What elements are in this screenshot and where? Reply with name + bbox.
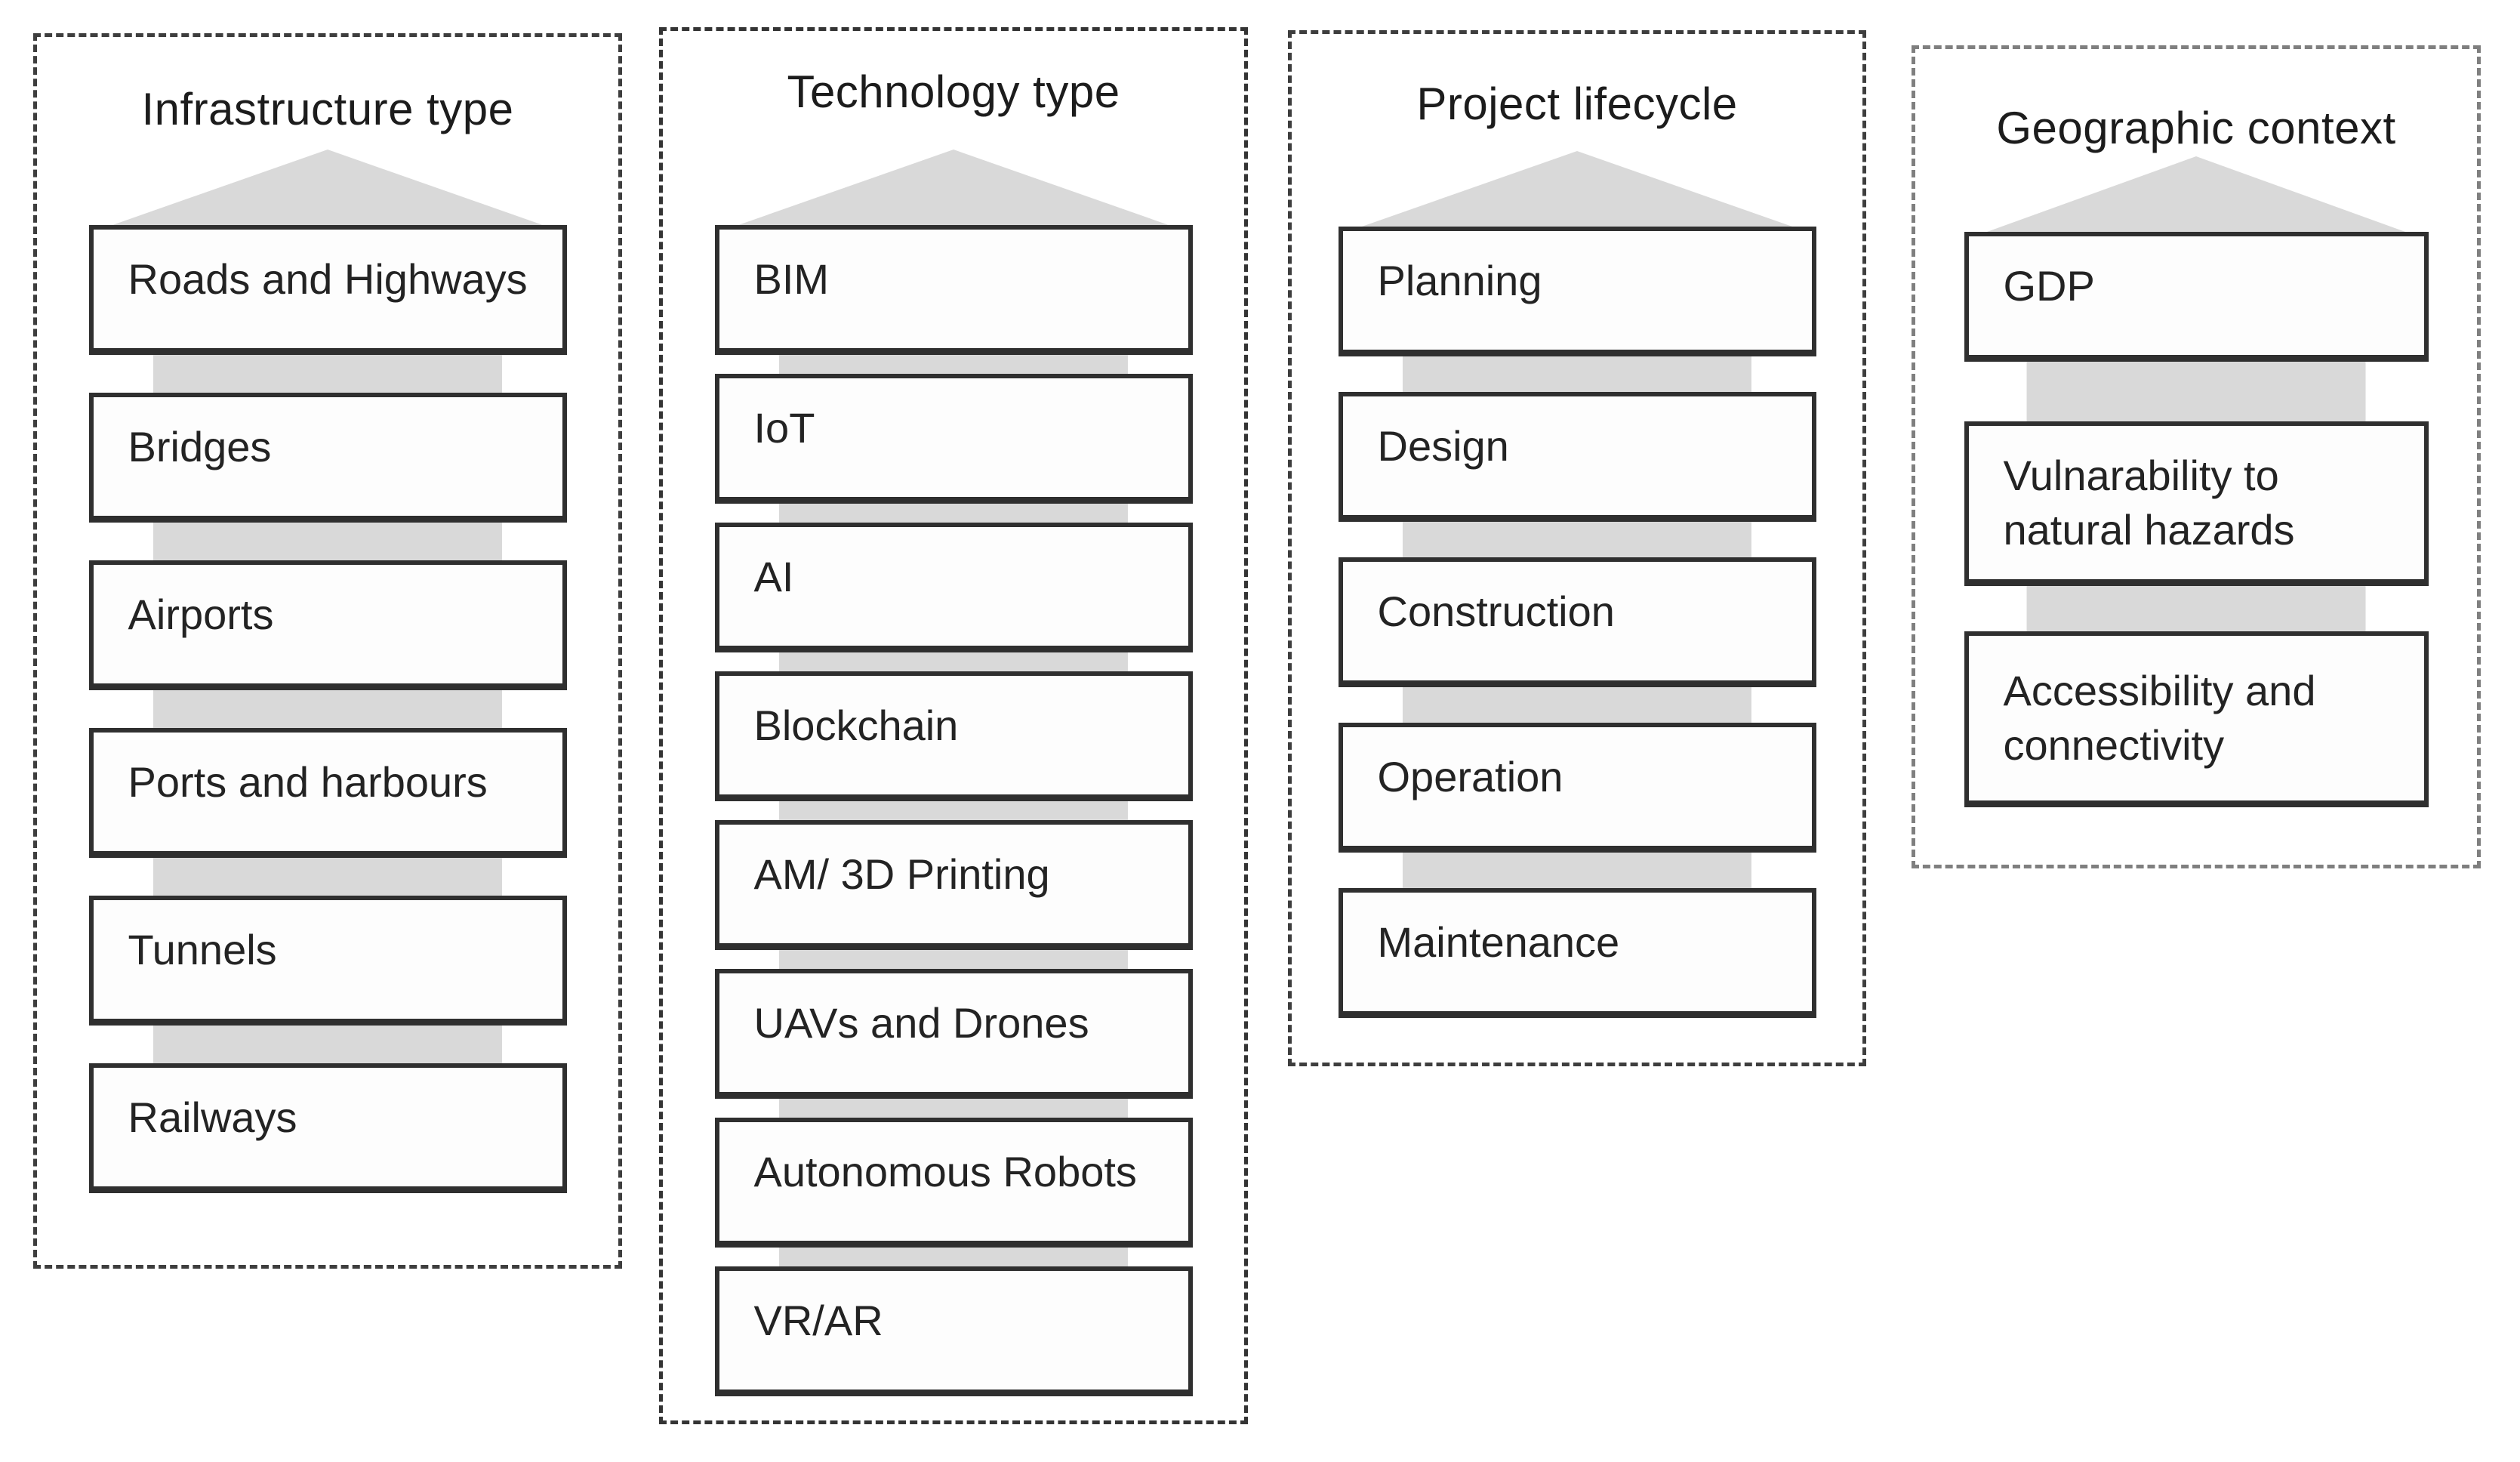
item-box: Railways bbox=[88, 1063, 567, 1193]
panel-title-infrastructure-type: Infrastructure type bbox=[141, 84, 514, 134]
up-arrow-shaft bbox=[152, 225, 503, 1189]
item-box: AM/ 3D Printing bbox=[714, 820, 1193, 950]
item-box: Ports and harbours bbox=[88, 728, 567, 858]
item-box: Tunnels bbox=[88, 896, 567, 1026]
item-box: VR/AR bbox=[714, 1266, 1193, 1396]
panel-title-project-lifecycle: Project lifecycle bbox=[1416, 79, 1738, 129]
item-box: Operation bbox=[1338, 723, 1816, 853]
item-box: AI bbox=[714, 523, 1193, 652]
up-arrow-head-icon bbox=[738, 150, 1169, 225]
up-arrow-head-icon bbox=[1362, 151, 1792, 227]
arrow-stack-lifecycle: Planning Design Construction Operation M… bbox=[1338, 151, 1816, 1018]
item-box: Bridges bbox=[88, 393, 567, 523]
panel-project-lifecycle: Project lifecycle Planning Design Constr… bbox=[1288, 30, 1866, 1066]
item-box: UAVs and Drones bbox=[714, 969, 1193, 1099]
panel-technology-type: Technology type BIM IoT AI Blockchain AM… bbox=[659, 27, 1248, 1424]
up-arrow-head-icon bbox=[1987, 156, 2405, 232]
item-box: Maintenance bbox=[1338, 888, 1816, 1018]
arrow-stack-technology: BIM IoT AI Blockchain AM/ 3D Printing UA… bbox=[714, 150, 1193, 1396]
item-box: Design bbox=[1338, 392, 1816, 522]
panel-title-technology-type: Technology type bbox=[787, 66, 1120, 117]
item-box: Blockchain bbox=[714, 671, 1193, 801]
item-box: Airports bbox=[88, 560, 567, 690]
item-box: GDP bbox=[1964, 232, 2429, 362]
item-box: Planning bbox=[1338, 227, 1816, 356]
arrow-stack-infrastructure: Roads and Highways Bridges Airports Port… bbox=[88, 150, 567, 1193]
item-box: Accessibility and connectivity bbox=[1964, 631, 2429, 807]
item-box: Vulnarability to natural hazards bbox=[1964, 421, 2429, 586]
panel-infrastructure-type: Infrastructure type Roads and Highways B… bbox=[33, 33, 622, 1269]
item-box: IoT bbox=[714, 374, 1193, 504]
item-box: BIM bbox=[714, 225, 1193, 355]
panel-title-geographic-context: Geographic context bbox=[1996, 103, 2396, 153]
item-box: Autonomous Robots bbox=[714, 1118, 1193, 1248]
up-arrow-head-icon bbox=[112, 150, 543, 225]
item-box: Construction bbox=[1338, 557, 1816, 687]
arrow-stack-geographic: GDP Vulnarability to natural hazards Acc… bbox=[1964, 156, 2429, 807]
panel-geographic-context: Geographic context GDP Vulnarability to … bbox=[1912, 45, 2481, 868]
item-box: Roads and Highways bbox=[88, 225, 567, 355]
